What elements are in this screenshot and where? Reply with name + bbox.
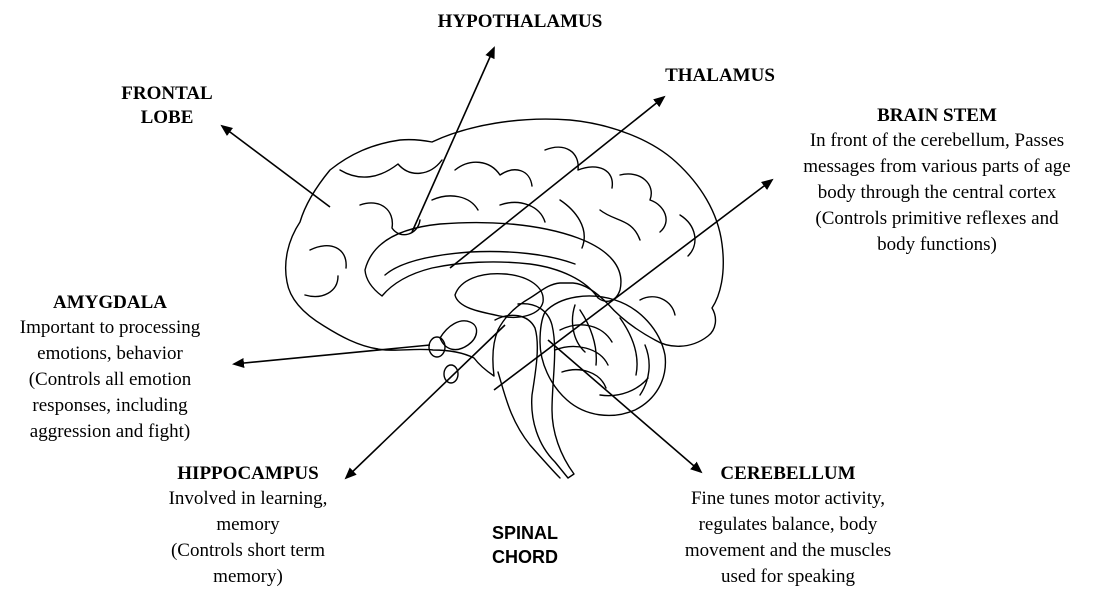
amygdala-title: AMYGDALA	[5, 291, 215, 315]
brain-stem-shape	[495, 304, 574, 478]
thalamus-title: THALAMUS	[645, 64, 795, 88]
gyri-folds	[305, 147, 695, 315]
cerebellum-desc-line: used for speaking	[668, 564, 908, 589]
spinal-chord-title-line2: CHORD	[470, 545, 580, 569]
brain-stem-desc-line: body through the central cortex	[787, 180, 1087, 206]
label-amygdala: AMYGDALA Important to processing emotion…	[5, 291, 215, 445]
pituitary-bulb	[444, 365, 458, 383]
amygdala-bulb	[429, 337, 445, 357]
brain-stem-title: BRAIN STEM	[787, 104, 1087, 128]
hippocampus-desc-line: (Controls short term	[148, 538, 348, 564]
arrow-amygdala	[234, 345, 430, 364]
amygdala-desc-line: emotions, behavior	[5, 341, 215, 367]
hippocampus-desc-line: Involved in learning,	[148, 486, 348, 512]
label-brain-stem: BRAIN STEM In front of the cerebellum, P…	[787, 104, 1087, 258]
label-thalamus: THALAMUS	[645, 64, 795, 88]
cerebrum-outline	[286, 119, 724, 376]
brain-stem-desc-line: In front of the cerebellum, Passes	[787, 128, 1087, 154]
thalamus-shape	[455, 274, 543, 318]
cerebellum-shape	[540, 296, 665, 415]
arrow-cerebellum	[548, 340, 701, 472]
brain-stem-desc-line: body functions)	[787, 232, 1087, 258]
hippocampus-desc-line: memory	[148, 512, 348, 538]
amygdala-desc-line: Important to processing	[5, 315, 215, 341]
hippocampus-title: HIPPOCAMPUS	[148, 462, 348, 486]
frontal-lobe-title-line2: LOBE	[102, 106, 232, 130]
brain-stem-desc-line: messages from various parts of age	[787, 154, 1087, 180]
frontal-lobe-title-line1: FRONTAL	[102, 82, 232, 106]
spinal-chord-title-line1: SPINAL	[470, 521, 580, 545]
label-spinal-chord: SPINAL CHORD	[470, 521, 580, 569]
amygdala-desc-line: aggression and fight)	[5, 419, 215, 445]
label-frontal-lobe: FRONTAL LOBE	[102, 82, 232, 130]
amygdala-desc-line: (Controls all emotion	[5, 367, 215, 393]
hippocampus-desc-line: memory)	[148, 564, 348, 589]
arrow-frontal-lobe	[222, 126, 330, 207]
label-cerebellum: CEREBELLUM Fine tunes motor activity, re…	[668, 462, 908, 589]
brain-stem-desc-line: (Controls primitive reflexes and	[787, 206, 1087, 232]
label-hypothalamus: HYPOTHALAMUS	[420, 10, 620, 34]
cerebellum-desc-line: movement and the muscles	[668, 538, 908, 564]
cerebellum-title: CEREBELLUM	[668, 462, 908, 486]
hypothalamus-title: HYPOTHALAMUS	[420, 10, 620, 34]
amygdala-desc-line: responses, including	[5, 393, 215, 419]
cerebellum-desc-line: regulates balance, body	[668, 512, 908, 538]
label-hippocampus: HIPPOCAMPUS Involved in learning, memory…	[148, 462, 348, 589]
arrow-thalamus	[450, 97, 664, 268]
cerebellum-desc-line: Fine tunes motor activity,	[668, 486, 908, 512]
